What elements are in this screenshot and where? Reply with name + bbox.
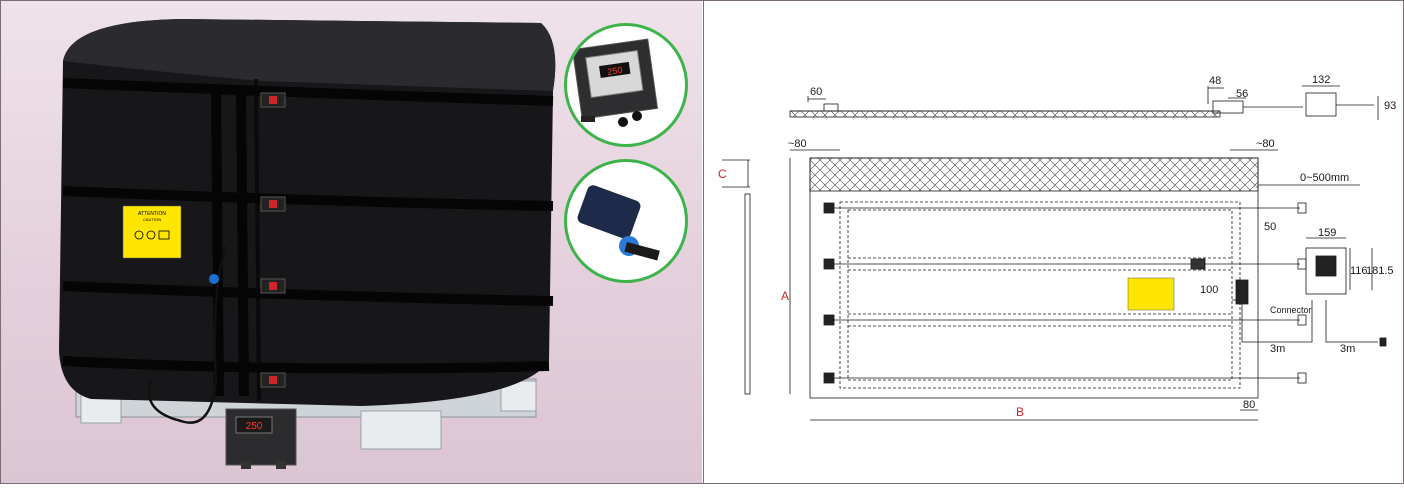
technical-drawing-panel: 60 48 56 132 93 ~80 ~80 0~500mm 50 159 1… xyxy=(705,1,1403,483)
controller-display: 250 xyxy=(246,421,263,432)
plan-view xyxy=(809,157,1307,399)
dim-159: 159 xyxy=(1318,227,1336,239)
edge-view xyxy=(722,159,751,395)
warning-label-drawing xyxy=(1127,277,1175,311)
panel-divider xyxy=(703,0,704,484)
straps xyxy=(62,78,554,397)
dimension-drawing: 60 48 56 132 93 ~80 ~80 0~500mm 50 159 1… xyxy=(718,74,1396,421)
dim-80-bottom: 80 xyxy=(1243,399,1255,411)
connector-inset xyxy=(564,159,688,283)
label-subheading: CAUTION xyxy=(143,217,161,222)
dim-3m-b: 3m xyxy=(1340,343,1355,355)
dim-132: 132 xyxy=(1312,74,1330,86)
insulation-jacket xyxy=(59,19,556,406)
label-heading: ATTENTION xyxy=(138,211,166,217)
dim-181-5: 181.5 xyxy=(1366,265,1394,277)
temperature-controller: 250 xyxy=(225,408,297,469)
dim-93: 93 xyxy=(1384,100,1396,112)
product-photo-panel: ATTENTION CAUTION 250 250 xyxy=(1,1,702,483)
dim-80-left: ~80 xyxy=(788,138,807,150)
label-a: A xyxy=(781,289,789,303)
svg-text:250: 250 xyxy=(607,65,623,77)
dim-56: 56 xyxy=(1236,88,1248,100)
dim-60: 60 xyxy=(810,86,822,98)
dim-0-500mm: 0~500mm xyxy=(1300,172,1349,184)
dim-80-right: ~80 xyxy=(1256,138,1275,150)
ibc-heater-jacket-photo: ATTENTION CAUTION 250 xyxy=(59,19,556,469)
dim-3m-a: 3m xyxy=(1270,343,1285,355)
dim-116: 116 xyxy=(1350,265,1368,277)
side-view xyxy=(789,85,1379,120)
dim-48: 48 xyxy=(1209,75,1221,87)
warning-label: ATTENTION CAUTION xyxy=(122,205,182,259)
label-c: C xyxy=(718,167,727,181)
power-cable xyxy=(147,245,228,424)
dim-50: 50 xyxy=(1264,221,1276,233)
dim-100: 100 xyxy=(1200,284,1218,296)
connector-label: Connector xyxy=(1270,305,1312,315)
connector-icon xyxy=(209,274,219,284)
label-b: B xyxy=(1016,405,1024,419)
strap-buckles xyxy=(260,92,286,388)
controller-inset: 250 xyxy=(564,23,688,147)
